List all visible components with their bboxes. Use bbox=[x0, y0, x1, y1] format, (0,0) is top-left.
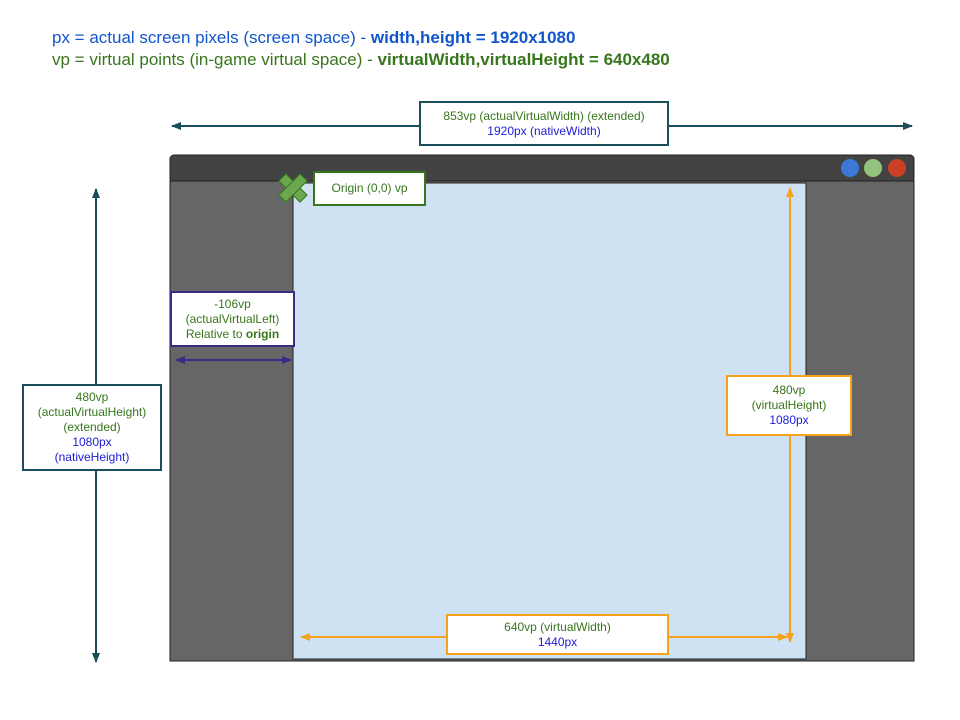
virtual-width-px: 1440px bbox=[537, 634, 578, 649]
legend-vp-text: vp = virtual points (in-game virtual spa… bbox=[52, 50, 378, 69]
actual-width-vp: 853vp (actualVirtualWidth) (extended) bbox=[443, 108, 645, 123]
legend-px: px = actual screen pixels (screen space)… bbox=[52, 28, 575, 48]
actual-height-px: 1080px bbox=[72, 435, 112, 449]
actual-height-name: (actualVirtualHeight) bbox=[37, 405, 147, 419]
actual-height-label: 480vp (actualVirtualHeight) (extended) 1… bbox=[22, 384, 162, 471]
actual-left-label: -106vp (actualVirtualLeft) Relative to o… bbox=[170, 291, 295, 347]
virtual-width-label: 640vp (virtualWidth) 1440px bbox=[446, 614, 669, 655]
legend-vp: vp = virtual points (in-game virtual spa… bbox=[52, 50, 670, 70]
legend-vp-bold: virtualWidth,virtualHeight = 640x480 bbox=[377, 50, 670, 69]
virtual-height-px: 1080px bbox=[769, 413, 809, 427]
virtual-width-vp: 640vp (virtualWidth) bbox=[504, 619, 611, 634]
actual-width-px: 1920px (nativeWidth) bbox=[487, 123, 601, 138]
actual-width-label: 853vp (actualVirtualWidth) (extended) 19… bbox=[419, 101, 669, 146]
actual-left-note-bold: origin bbox=[245, 326, 280, 341]
virtual-height-name: (virtualHeight) bbox=[751, 398, 827, 412]
virtual-height-label: 480vp (virtualHeight) 1080px bbox=[726, 375, 852, 436]
origin-label-text: Origin (0,0) vp bbox=[331, 181, 408, 195]
virtual-viewport bbox=[292, 182, 807, 660]
virtual-height-vp: 480vp bbox=[772, 383, 806, 397]
legend-px-text: px = actual screen pixels (screen space)… bbox=[52, 28, 371, 47]
green-window-button[interactable] bbox=[864, 159, 882, 177]
red-window-button[interactable] bbox=[888, 159, 906, 177]
actual-height-native: (nativeHeight) bbox=[54, 450, 130, 464]
legend-px-bold: width,height = 1920x1080 bbox=[370, 28, 576, 47]
origin-label: Origin (0,0) vp bbox=[313, 171, 426, 206]
actual-height-extended: (extended) bbox=[63, 420, 121, 434]
actual-height-vp: 480vp bbox=[75, 390, 109, 404]
actual-left-vp: -106vp bbox=[214, 296, 251, 311]
actual-left-name: (actualVirtualLeft) bbox=[185, 311, 280, 326]
actual-left-note-prefix: Relative to bbox=[185, 326, 246, 341]
origin-x-icon bbox=[278, 173, 308, 203]
blue-window-button[interactable] bbox=[841, 159, 859, 177]
actual-left-note: Relative to origin bbox=[172, 327, 293, 342]
